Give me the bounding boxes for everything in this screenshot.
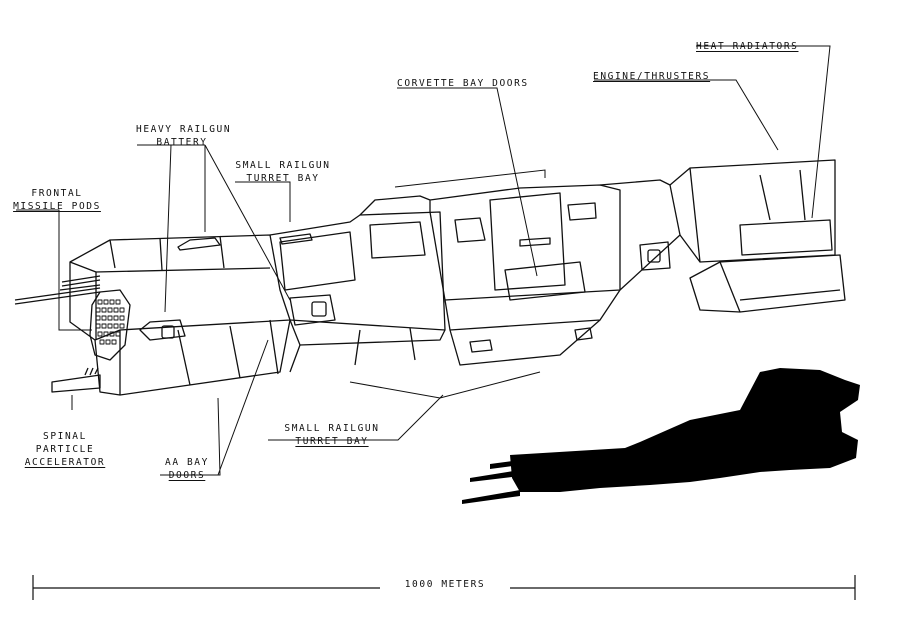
spinal-accelerator xyxy=(51,374,101,393)
label-small-railgun-turret-bay-top: Small Railgun Turret Bay xyxy=(235,160,331,184)
label-spinal-particle-accelerator: Spinal Particle Accelerator xyxy=(24,431,106,468)
label-aa-bay-doors: AA Bay Doors xyxy=(165,457,209,481)
label-heavy-railgun-battery: Heavy Railgun Battery xyxy=(136,124,232,148)
leader-lines xyxy=(16,45,831,476)
corvette-section xyxy=(359,184,621,301)
mid-hull xyxy=(269,211,446,331)
scale-label: 1000 Meters xyxy=(380,578,510,591)
label-heat-radiators: Heat Radiators xyxy=(696,41,799,52)
label-corvette-bay-doors: Corvette Bay Doors xyxy=(397,78,529,89)
label-frontal-missile-pods: Frontal Missile Pods xyxy=(13,188,101,212)
engine-block xyxy=(669,159,836,263)
aft-hull xyxy=(599,179,681,291)
ship-line-art xyxy=(14,159,846,396)
ship-silhouette xyxy=(462,368,860,504)
railgun-barrels xyxy=(14,275,101,305)
heat-radiators xyxy=(689,254,846,313)
missile-pods xyxy=(89,289,131,361)
label-engine-thrusters: Engine/Thrusters xyxy=(593,71,711,82)
label-small-railgun-turret-bay-bottom: Small Railgun Turret Bay xyxy=(284,423,380,447)
